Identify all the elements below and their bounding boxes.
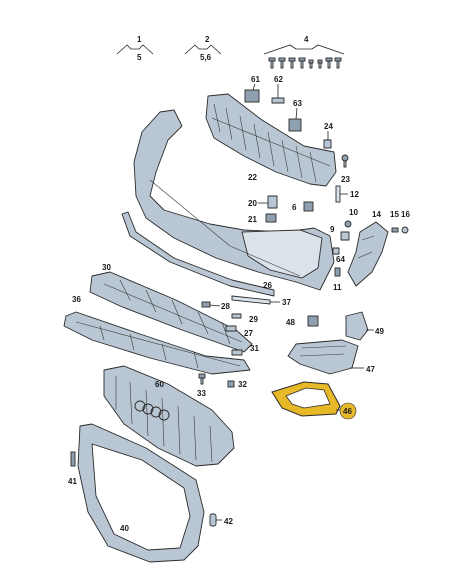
lip-spoiler-26: [121, 211, 275, 297]
callout-32: 32: [238, 380, 247, 389]
side-grille-47: [287, 339, 359, 375]
part-32: [227, 380, 235, 388]
callout-21: 21: [248, 215, 257, 224]
part-63: [288, 118, 302, 132]
carrier-22: [205, 93, 337, 187]
main-grille-60: [103, 365, 235, 467]
callout-46: 46: [343, 407, 352, 416]
callout-28: 28: [221, 302, 230, 311]
callout-31: 31: [250, 344, 259, 353]
part-27: [225, 325, 237, 332]
callout-26: 26: [263, 281, 272, 290]
callout-4: 4: [304, 35, 309, 44]
callout-29: 29: [249, 315, 258, 324]
grille-frame-40: [77, 423, 205, 563]
audi-rings-icon: [134, 400, 170, 421]
lower-grille-30: [89, 271, 253, 353]
part-23: [341, 154, 349, 168]
callout-36: 36: [72, 295, 81, 304]
callout-group-2: 2 5,6: [184, 35, 222, 62]
part-48: [307, 315, 319, 327]
part-62: [271, 97, 285, 104]
callout-23: 23: [341, 175, 350, 184]
callout-63: 63: [293, 99, 302, 108]
part-20: [267, 195, 278, 209]
callout-group-1: 1 5: [116, 35, 154, 62]
part-29: [231, 313, 242, 319]
part-6: [303, 201, 314, 212]
callout-41: 41: [68, 477, 77, 486]
part-42: [209, 513, 217, 527]
callout-group-4: 4: [263, 35, 345, 55]
callout-61: 61: [251, 75, 260, 84]
callout-47: 47: [366, 365, 375, 374]
trim-frame-46: [271, 381, 341, 417]
callout-14: 14: [372, 210, 381, 219]
part-64: [332, 247, 340, 255]
callout-24: 24: [324, 122, 333, 131]
callout-64: 64: [336, 255, 345, 264]
part-21: [265, 213, 277, 223]
callout-60: 60: [155, 380, 164, 389]
callout-22: 22: [248, 173, 257, 182]
callout-49: 49: [375, 327, 384, 336]
underbody-panel-36: [63, 311, 251, 375]
callout-12: 12: [350, 190, 359, 199]
part-9: [340, 231, 350, 241]
part-12: [335, 185, 341, 203]
part-31: [231, 349, 243, 356]
bracket-14: [347, 221, 389, 287]
callout-62: 62: [274, 75, 283, 84]
part-28: [201, 301, 211, 308]
callout-16: 16: [401, 210, 410, 219]
part-16: [401, 226, 409, 234]
part-37: [231, 295, 271, 305]
part-24: [323, 139, 332, 149]
callout-6: 6: [292, 203, 297, 212]
callout-33: 33: [197, 389, 206, 398]
callout-40: 40: [120, 524, 129, 533]
part-41: [70, 451, 76, 467]
callout-10: 10: [349, 208, 358, 217]
callout-5-6: 5,6: [200, 53, 212, 62]
callout-48: 48: [286, 318, 295, 327]
bracket-49: [345, 311, 369, 341]
callout-9: 9: [330, 225, 335, 234]
screw-set-4: [268, 57, 342, 69]
callout-37: 37: [282, 298, 291, 307]
callout-30: 30: [102, 263, 111, 272]
callout-27: 27: [244, 329, 253, 338]
part-33: [198, 373, 206, 385]
part-61: [244, 89, 260, 103]
callout-42: 42: [224, 517, 233, 526]
part-11: [334, 267, 341, 277]
part-10: [344, 220, 352, 228]
callout-20: 20: [248, 199, 257, 208]
callout-2: 2: [205, 35, 210, 44]
callout-46-badge: [339, 402, 357, 420]
callout-11: 11: [333, 283, 342, 292]
bumper-cover: [133, 109, 335, 291]
part-15: [391, 227, 399, 233]
callout-5: 5: [137, 53, 142, 62]
callout-15: 15: [390, 210, 399, 219]
callout-1: 1: [137, 35, 142, 44]
